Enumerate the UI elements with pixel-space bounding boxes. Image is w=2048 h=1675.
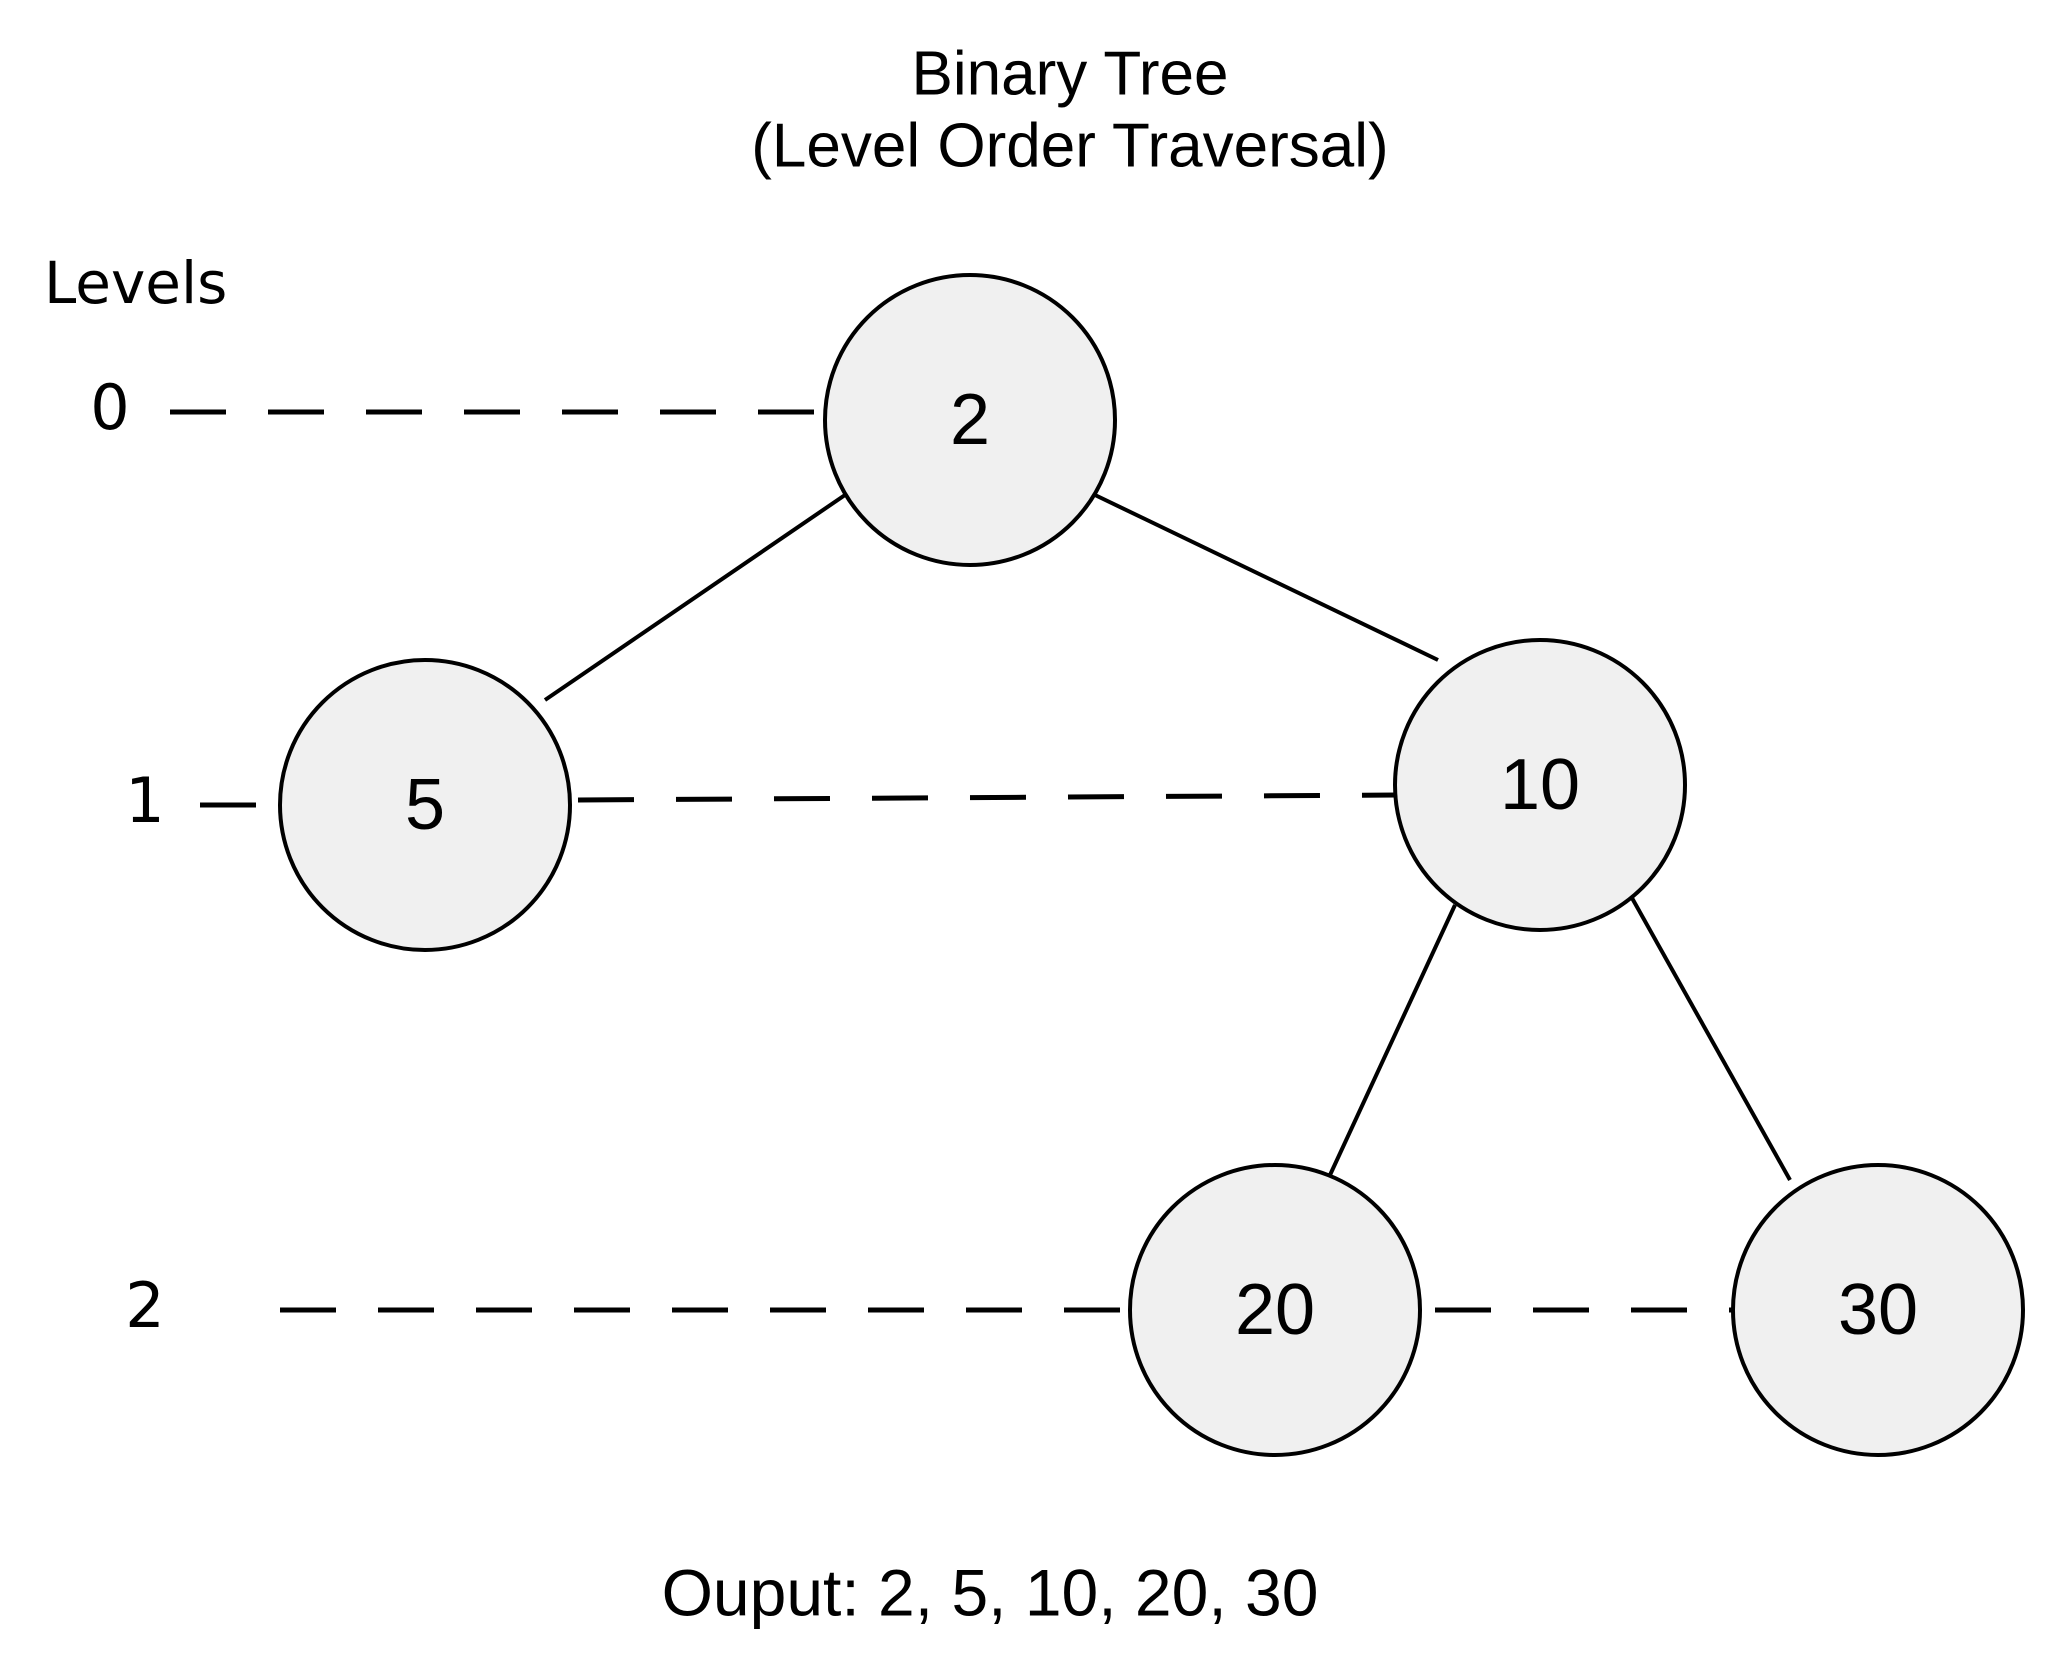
node-circle-10[interactable] [1393,638,1687,932]
node-circle-20[interactable] [1128,1163,1422,1457]
level-guide-line-1-right [577,792,1401,803]
diagram-title-line2: (Level Order Traversal) [751,111,1388,180]
level-label-1: 1 [125,764,164,837]
node-value-20: 20 [1235,1270,1315,1350]
node-circle-30[interactable] [1731,1163,2025,1457]
node-circle-2[interactable] [823,273,1117,567]
output-caption: Ouput: 2, 5, 10, 20, 30 [662,1555,1319,1629]
tree-node-30[interactable]: 30 [1731,1163,2025,1457]
edge-root-to-right [1094,493,1439,662]
node-value-10: 10 [1500,745,1580,825]
levels-caption: Levels [44,249,227,317]
diagram-title-line1: Binary Tree [911,39,1228,108]
edge-root-to-left [543,493,847,702]
tree-node-2[interactable]: 2 [823,273,1117,567]
level-label-2: 2 [125,1269,164,1342]
tree-node-20[interactable]: 20 [1128,1163,1422,1457]
tree-node-10[interactable]: 10 [1393,638,1687,932]
level-label-0: 0 [90,371,129,444]
node-value-5: 5 [405,765,445,845]
node-value-30: 30 [1838,1270,1918,1350]
node-circle-5[interactable] [278,658,572,952]
node-value-2: 2 [950,380,990,460]
tree-node-5[interactable]: 5 [278,658,572,952]
edge-right-to-right-right [1630,897,1792,1181]
edge-right-to-right-left [1328,904,1457,1176]
